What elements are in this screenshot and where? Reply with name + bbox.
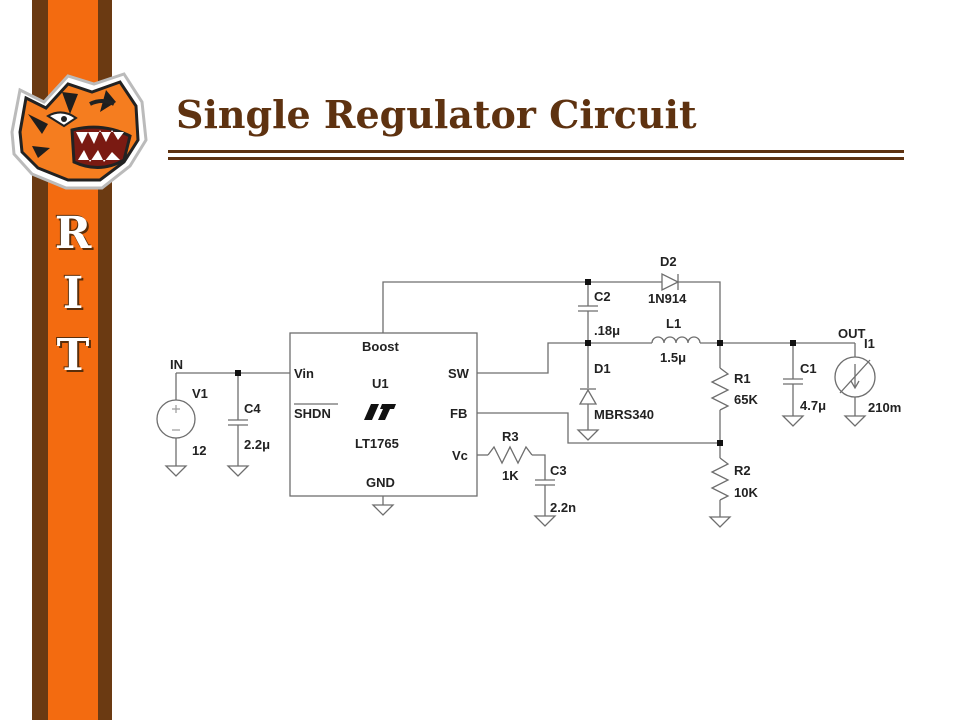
slide-title: Single Regulator Circuit bbox=[176, 92, 697, 137]
ground-c4 bbox=[226, 465, 250, 477]
pin-boost: Boost bbox=[362, 339, 400, 354]
c1-value: 4.7μ bbox=[800, 398, 826, 413]
junction-boost bbox=[585, 279, 591, 285]
load-i1-arrow-head bbox=[850, 380, 860, 390]
d2-value: 1N914 bbox=[648, 291, 687, 306]
l1-ref: L1 bbox=[666, 316, 681, 331]
pin-fb: FB bbox=[450, 406, 467, 421]
pin-gnd: GND bbox=[366, 475, 395, 490]
c2-value: .18μ bbox=[594, 323, 620, 338]
junction-c1 bbox=[790, 340, 796, 346]
net-in-label: IN bbox=[170, 357, 183, 372]
i1-ref: I1 bbox=[864, 336, 875, 351]
wire-sw bbox=[477, 342, 652, 374]
c3-ref: C3 bbox=[550, 463, 567, 478]
junction-sw bbox=[585, 340, 591, 346]
ground-i1 bbox=[843, 415, 867, 427]
junction-l1-out bbox=[717, 340, 723, 346]
tiger-logo bbox=[10, 72, 148, 190]
d1-value: MBRS340 bbox=[594, 407, 654, 422]
ground-v1 bbox=[164, 465, 188, 477]
d2-ref: D2 bbox=[660, 254, 677, 269]
pin-vc: Vc bbox=[452, 448, 468, 463]
r3-value: 1K bbox=[502, 468, 519, 483]
ground-c1 bbox=[781, 415, 805, 427]
side-letter-t: T bbox=[56, 330, 90, 381]
source-v1 bbox=[156, 399, 196, 439]
d1-ref: D1 bbox=[594, 361, 611, 376]
ground-r2 bbox=[708, 516, 732, 528]
c3-value: 2.2n bbox=[550, 500, 576, 515]
pin-shdn: SHDN bbox=[294, 406, 331, 421]
load-i1-slash bbox=[839, 359, 871, 394]
r2-value: 10K bbox=[734, 485, 758, 500]
c4-ref: C4 bbox=[244, 401, 261, 416]
regulator-schematic: IN V1 12 C4 2.2μ Boost Vin SHDN SW FB Vc… bbox=[156, 254, 901, 528]
r1-value: 65K bbox=[734, 392, 758, 407]
inductor-l1 bbox=[651, 336, 701, 344]
ground-ic bbox=[371, 504, 395, 516]
c1-ref: C1 bbox=[800, 361, 817, 376]
wire-d2-cathode bbox=[678, 281, 721, 343]
diode-d2 bbox=[661, 272, 680, 292]
diode-d1 bbox=[578, 388, 598, 405]
resistor-r3 bbox=[487, 445, 533, 465]
resistor-r1 bbox=[710, 367, 730, 411]
junction-vin bbox=[235, 370, 241, 376]
net-out-label: OUT bbox=[838, 326, 866, 341]
junction-fb bbox=[717, 440, 723, 446]
ground-d1 bbox=[576, 429, 600, 441]
ic-part: LT1765 bbox=[355, 436, 399, 451]
pin-vin: Vin bbox=[294, 366, 314, 381]
wire-fb bbox=[477, 412, 720, 444]
wire-r3-c3 bbox=[532, 454, 546, 480]
r1-ref: R1 bbox=[734, 371, 751, 386]
v1-value: 12 bbox=[192, 443, 206, 458]
side-letter-r: R bbox=[54, 208, 92, 259]
resistor-r2 bbox=[710, 457, 730, 501]
r2-ref: R2 bbox=[734, 463, 751, 478]
wire-boost bbox=[382, 281, 589, 333]
c4-value: 2.2μ bbox=[244, 437, 270, 452]
ic-ref: U1 bbox=[372, 376, 389, 391]
c2-ref: C2 bbox=[594, 289, 611, 304]
ground-c3 bbox=[533, 515, 557, 527]
pin-sw: SW bbox=[448, 366, 470, 381]
v1-ref: V1 bbox=[192, 386, 208, 401]
l1-value: 1.5μ bbox=[660, 350, 686, 365]
title-rule-bottom bbox=[168, 157, 904, 160]
lt-logo-icon bbox=[364, 404, 396, 420]
title-rule-top bbox=[168, 150, 904, 153]
r3-ref: R3 bbox=[502, 429, 519, 444]
side-letter-i: I bbox=[62, 268, 84, 319]
i1-value: 210m bbox=[868, 400, 901, 415]
